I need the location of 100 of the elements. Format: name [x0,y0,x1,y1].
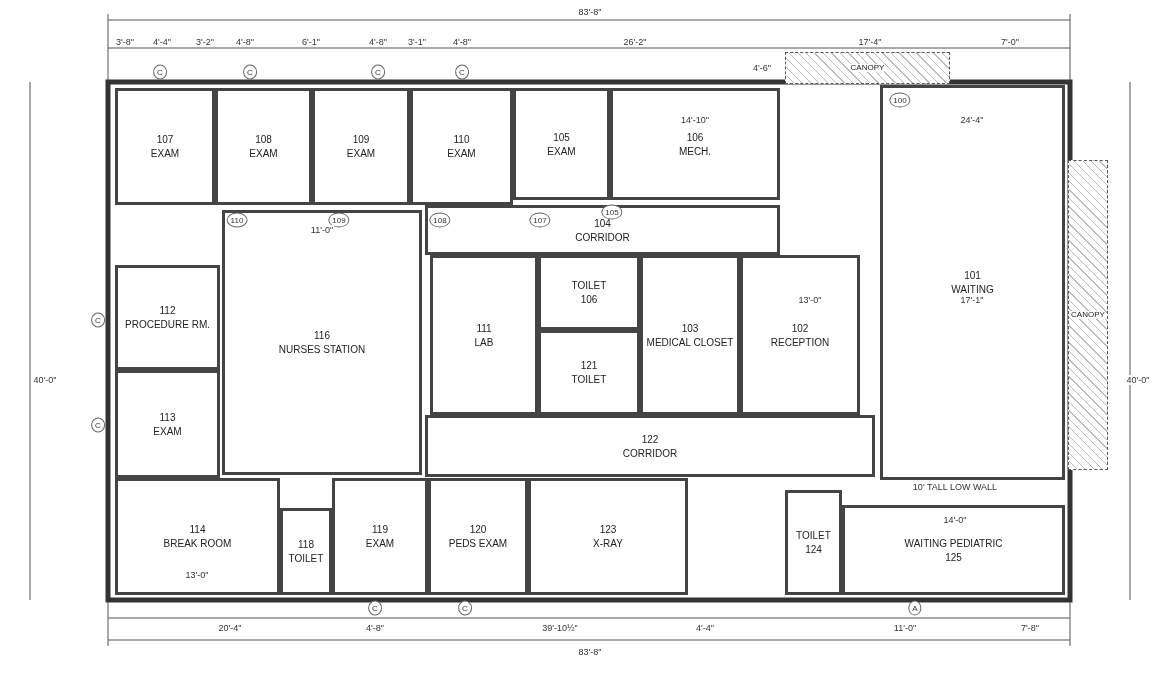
tag-symbol: C [368,600,382,616]
tag-symbol: C [243,64,257,80]
dimension-text: 14'-0" [942,515,968,525]
room-label: PEDS EXAM [448,538,508,549]
room-label: RECEPTION [770,336,830,348]
room-label: 124 [805,544,822,555]
room-label: EXAM [547,145,576,157]
room-label: 109 [352,134,370,145]
tag-symbol: C [153,64,167,80]
room [785,490,842,595]
room-label: X-RAY [593,538,623,549]
dimension-text: 3'-1" [407,37,427,47]
dimension-text: 7'-8" [1020,623,1040,633]
room [640,255,740,415]
room [332,478,428,595]
room-label: EXAM [153,425,182,437]
room [610,88,780,200]
room [538,330,640,415]
tag-symbol: C [371,64,385,80]
dimension-text: 39'-10½" [541,623,579,633]
room-label: TOILET [571,374,607,385]
room-label: CANOPY [1071,310,1105,320]
room-label: 113 [159,411,176,423]
dimension-text: 13'-0" [797,295,823,305]
dimension-text: 4'-4" [152,37,172,47]
dimension-text: 11'-0" [892,623,918,633]
room-label: 105 [553,131,570,143]
room-label: MEDICAL CLOSET [646,336,734,348]
room-label: 121 [580,360,598,371]
dimension-text: 40'-0" [32,375,58,385]
dimension-text: 13'-0" [184,570,210,580]
room [410,88,513,205]
room-label: 112 [159,305,176,316]
room-label: 104 [594,217,611,229]
dimension-text: 14'-10" [680,115,710,125]
room [115,478,280,595]
room-label: NURSES STATION [278,344,366,355]
room [425,415,875,477]
room-label: EXAM [346,148,376,159]
dimension-text: 3'-2" [195,37,215,47]
room-label: 111 [476,322,492,334]
dimension-text: 24'-4" [959,115,985,125]
room-label: 125 [945,551,962,563]
room-label: 102 [791,322,809,334]
canopy-area [785,52,950,84]
room [842,505,1065,595]
room-label: EXAM [150,148,180,159]
room-label: 116 [314,330,330,341]
room-label: CORRIDOR [622,447,678,459]
room-label: TOILET [288,553,324,564]
room-label: EXAM [249,148,278,159]
tag-symbol: C [455,64,469,80]
room [430,255,538,415]
dimension-text: 20'-4" [217,623,243,633]
room [115,265,220,370]
room [222,210,422,475]
dimension-text: 17'-1" [959,295,985,305]
room [538,255,640,330]
room-label: 108 [255,134,272,145]
room-label: 101 [964,270,981,281]
room [740,255,860,415]
dimension-text: 83'-8" [577,647,603,657]
canopy-area [1068,160,1108,470]
dimension-text: 6'-1" [301,37,321,47]
room [880,85,1065,480]
room-label: PROCEDURE RM. [125,319,210,330]
room-label: 110 [453,134,470,145]
room-label: 106 [580,294,598,305]
dimension-text: 40'-0" [1125,375,1151,385]
room-label: WAITING [951,284,994,295]
room-label: 103 [681,322,699,334]
room-label: 119 [372,524,388,535]
room-label: 120 [469,524,487,535]
dimension-text: 4'-8" [452,37,472,47]
room-label: WAITING PEDIATRIC [904,537,1003,549]
room-label: 107 [156,134,174,145]
room [115,88,215,205]
dimension-text: 4'-6" [752,63,772,73]
dimension-text: 83'-8" [577,7,603,17]
room-label: 123 [599,524,617,535]
room-label: BREAK ROOM [163,538,232,549]
room [513,88,610,200]
room [115,370,220,478]
room-label: TOILET [796,530,831,541]
dimension-text: 4'-8" [235,37,255,47]
tag-symbol: C [91,417,105,433]
room-label: 106 [686,131,704,143]
dimension-text: 11'-0" [309,225,335,235]
room-label: MECH. [678,145,712,157]
dimension-text: 7'-0" [1000,37,1020,47]
room [215,88,312,205]
room-label: 118 [298,539,314,550]
room [312,88,410,205]
room [528,478,688,595]
room [280,508,332,595]
room-label: 122 [641,433,659,445]
note-text: 10' TALL LOW WALL [911,482,999,492]
room [425,205,780,255]
room-label: CANOPY [850,63,885,73]
dimension-text: 4'-8" [368,37,388,47]
